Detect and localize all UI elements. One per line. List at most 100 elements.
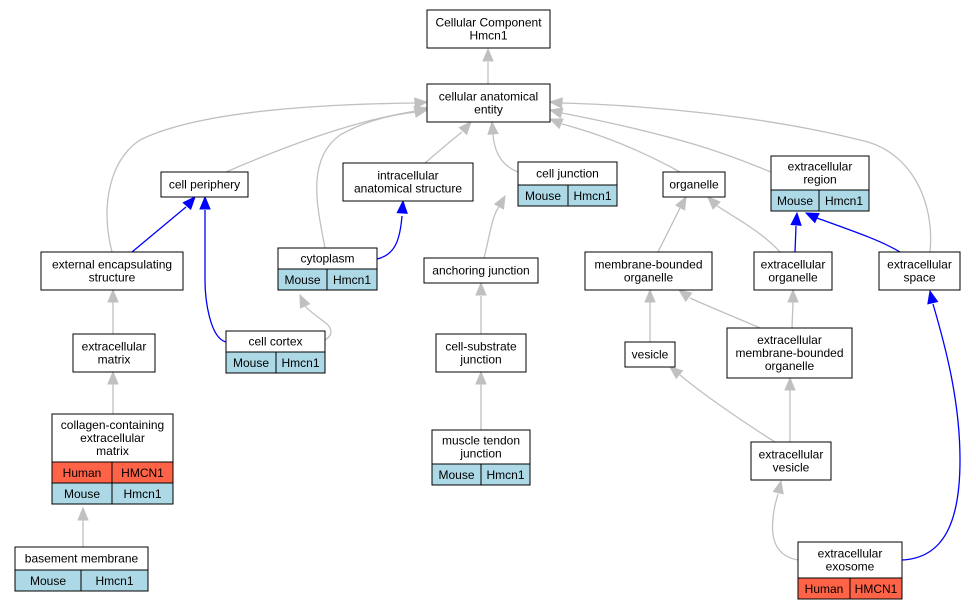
species-label: Mouse — [777, 194, 813, 208]
node-label: cytoplasm — [300, 252, 354, 266]
node-cell-periphery[interactable]: cell periphery — [160, 171, 249, 198]
node-anchoring-junction[interactable]: anchoring junction — [423, 257, 539, 284]
gene-cell — [849, 577, 903, 600]
node-label: organelle — [768, 271, 818, 285]
node-box — [878, 251, 961, 291]
arrowhead — [487, 120, 499, 135]
arrowhead — [482, 47, 494, 62]
gene-cell — [480, 463, 531, 486]
arrowhead — [493, 194, 506, 210]
node-label: organelle — [765, 359, 815, 373]
arrowhead — [413, 106, 429, 118]
arrowhead — [784, 376, 796, 391]
arrowhead — [107, 288, 119, 303]
node-label: organelle — [624, 271, 674, 285]
node-label: basement membrane — [25, 552, 139, 566]
node-box — [51, 413, 174, 463]
arrowhead — [77, 506, 89, 521]
arrowhead — [787, 288, 799, 303]
node-label: cell junction — [536, 167, 599, 181]
species-label: Mouse — [284, 273, 320, 287]
edge-anchoring-junction-to-cell-junction — [483, 204, 501, 259]
gene-cell — [80, 569, 149, 592]
arrowhead — [414, 97, 429, 109]
arrowhead — [927, 289, 939, 305]
species-label: Mouse — [233, 356, 269, 370]
node-label: Cellular Component — [435, 16, 542, 30]
node-label: matrix — [96, 444, 129, 458]
node-label: extracellular — [887, 258, 952, 272]
edge-extracellular-space-to-cellular-anatomical-entity — [561, 102, 932, 253]
node-label: organelle — [669, 178, 719, 192]
node-vesicle[interactable]: vesicle — [624, 341, 676, 368]
gene-cell — [818, 189, 870, 212]
arrowhead — [475, 281, 487, 296]
arrowhead — [458, 121, 472, 136]
node-box — [426, 9, 551, 49]
arrowhead — [199, 195, 211, 210]
species-label: Human — [805, 582, 844, 596]
arrowhead — [475, 370, 487, 385]
edge-cell-cortex-to-cytoplasm — [304, 305, 332, 341]
edge-extracellular-space-to-extracellular-region — [816, 217, 901, 253]
node-label: space — [903, 271, 935, 285]
edges-layer — [77, 47, 961, 561]
gene-label: Hmcn1 — [95, 574, 133, 588]
arrowhead — [548, 107, 564, 119]
node-label: external encapsulating — [52, 258, 172, 272]
edge-cell-cortex-to-cell-periphery — [204, 210, 227, 343]
arrowhead — [107, 370, 119, 385]
node-organelle[interactable]: organelle — [662, 171, 726, 198]
gene-cell — [567, 184, 618, 207]
gene-label: Hmcn1 — [333, 273, 371, 287]
edge-cytoplasm-to-intracellular-anatomical-structure — [376, 215, 403, 260]
gene-label: Hmcn1 — [825, 194, 863, 208]
node-box — [750, 441, 832, 481]
edge-extracellular-exosome-to-extracellular-vesicle — [771, 493, 799, 561]
species-label: Mouse — [64, 487, 100, 501]
arrowhead — [548, 97, 563, 109]
node-label: collagen-containing — [61, 418, 164, 432]
gene-label: Hmcn1 — [281, 356, 319, 370]
node-box — [423, 257, 539, 284]
edge-cytoplasm-to-cellular-anatomical-entity — [316, 111, 417, 249]
edge-extracellular-exosome-to-extracellular-space — [901, 303, 961, 561]
arrowhead — [548, 118, 564, 130]
arrowhead — [707, 196, 721, 210]
node-box — [726, 327, 853, 379]
gene-cell — [326, 268, 378, 291]
gene-label: HMCN1 — [855, 582, 898, 596]
edge-cell-junction-to-cellular-anatomical-entity — [492, 133, 519, 173]
node-box — [624, 341, 676, 368]
node-box — [770, 155, 870, 191]
species-label: Mouse — [438, 468, 474, 482]
node-label: vesicle — [773, 461, 810, 475]
node-collagen-containing-extracellular-matrix[interactable]: collagen-containingextracellularmatrixHu… — [51, 413, 174, 505]
node-label: cell periphery — [169, 178, 240, 192]
node-label: membrane-bounded — [735, 346, 843, 360]
node-label: membrane-bounded — [594, 258, 702, 272]
edge-extracellular-membrane-bounded-organelle-to-membrane-bounded-organelle — [689, 297, 761, 329]
gene-label: HMCN1 — [121, 466, 164, 480]
node-box — [72, 333, 156, 373]
node-label: cell-substrate — [445, 340, 517, 354]
edge-extracellular-organelle-to-organelle — [715, 204, 781, 253]
